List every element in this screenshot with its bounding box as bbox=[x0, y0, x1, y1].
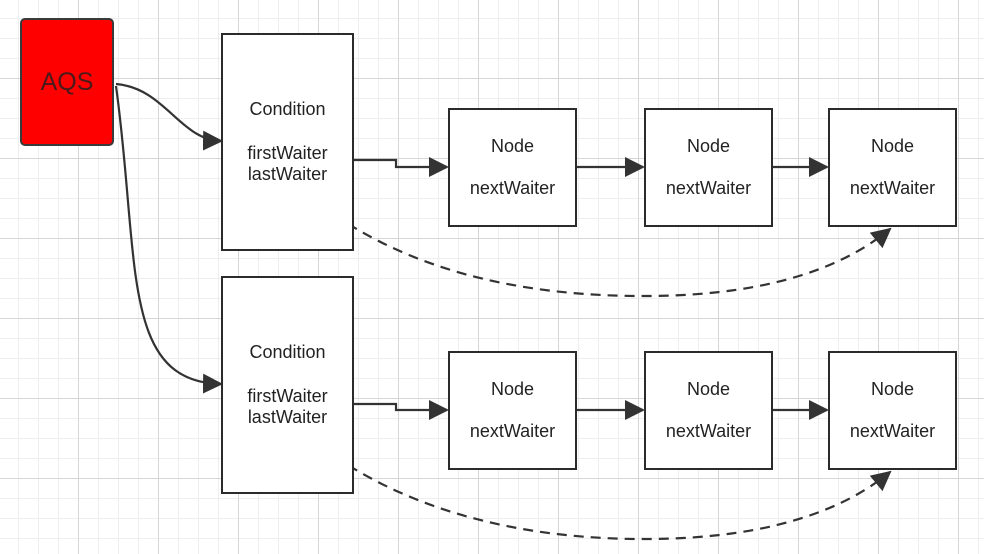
node-title: Node bbox=[870, 136, 915, 156]
node-title: Node bbox=[490, 379, 535, 399]
condition-1-node-1[interactable]: Node nextWaiter bbox=[448, 108, 577, 227]
node-next-waiter: nextWaiter bbox=[665, 178, 752, 198]
condition-2-node-3[interactable]: Node nextWaiter bbox=[828, 351, 957, 470]
condition-1-box[interactable]: Condition firstWaiter lastWaiter bbox=[221, 33, 354, 251]
condition-2-node-2[interactable]: Node nextWaiter bbox=[644, 351, 773, 470]
node-title: Node bbox=[686, 136, 731, 156]
node-title: Node bbox=[490, 136, 535, 156]
condition-1-node-3[interactable]: Node nextWaiter bbox=[828, 108, 957, 227]
node-next-waiter: nextWaiter bbox=[469, 421, 556, 441]
node-next-waiter: nextWaiter bbox=[849, 421, 936, 441]
node-next-waiter: nextWaiter bbox=[849, 178, 936, 198]
node-next-waiter: nextWaiter bbox=[665, 421, 752, 441]
condition-1-node-2[interactable]: Node nextWaiter bbox=[644, 108, 773, 227]
condition-2-title: Condition bbox=[249, 342, 326, 362]
condition-2-last-waiter-dashed-arrow bbox=[293, 424, 892, 541]
condition-2-first-waiter-arrow bbox=[354, 400, 449, 420]
condition-1-first-waiter: firstWaiter bbox=[247, 143, 328, 163]
aqs-to-condition-2-arrow bbox=[114, 85, 223, 394]
node-next-waiter: nextWaiter bbox=[469, 178, 556, 198]
condition-2-node-1[interactable]: Node nextWaiter bbox=[448, 351, 577, 470]
aqs-to-condition-1-arrow bbox=[115, 82, 223, 151]
condition-2-first-waiter: firstWaiter bbox=[247, 386, 328, 406]
node-title: Node bbox=[870, 379, 915, 399]
condition-2-box[interactable]: Condition firstWaiter lastWaiter bbox=[221, 276, 354, 494]
condition-2-last-waiter: lastWaiter bbox=[247, 407, 328, 427]
condition-1-last-waiter: lastWaiter bbox=[247, 164, 328, 184]
condition-1-last-waiter-dashed-arrow bbox=[293, 182, 892, 298]
condition-1-first-waiter-arrow bbox=[354, 157, 449, 177]
aqs-label: AQS bbox=[40, 67, 94, 96]
node-title: Node bbox=[686, 379, 731, 399]
aqs-box[interactable]: AQS bbox=[20, 18, 114, 146]
condition-1-title: Condition bbox=[249, 99, 326, 119]
